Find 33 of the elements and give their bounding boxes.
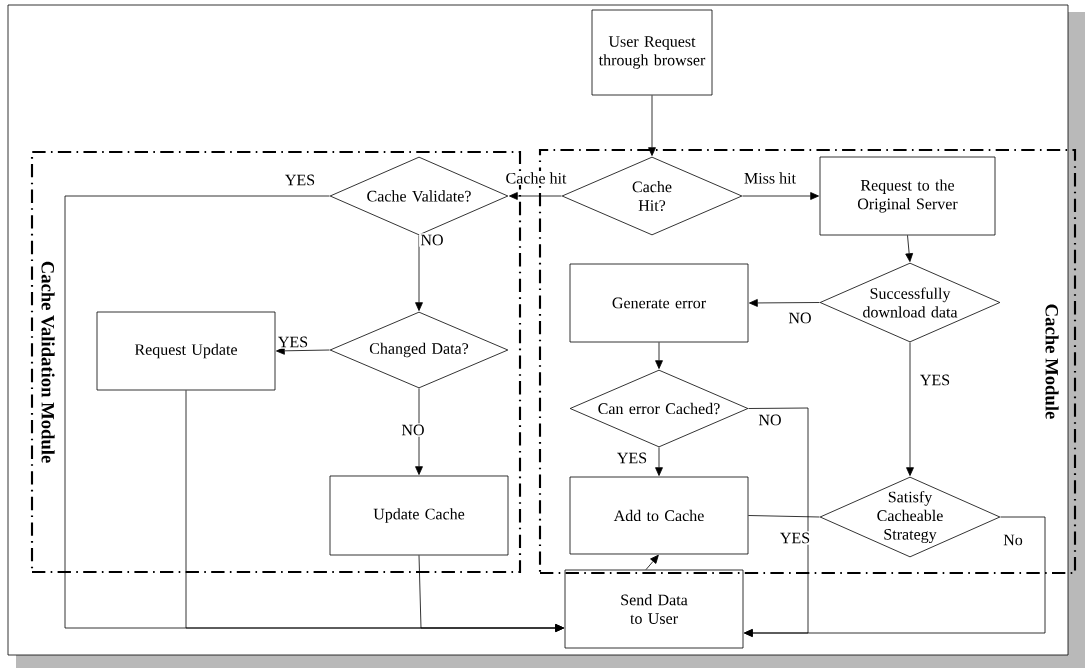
process-box: Generate error — [569, 263, 749, 343]
edge-label: YES — [283, 173, 317, 187]
edge-label: NO — [419, 233, 445, 247]
edge-label: YES — [276, 335, 310, 349]
process-box: Update Cache — [329, 475, 509, 556]
arrow — [645, 554, 659, 570]
edge-label: YES — [778, 531, 812, 545]
edge-label: YES — [918, 373, 952, 387]
arrow — [655, 447, 663, 476]
edge-label: Miss hit — [742, 171, 798, 185]
edge-label: NO — [787, 311, 813, 325]
arrow — [744, 516, 1046, 637]
arrow — [276, 346, 330, 355]
edge-label: NO — [400, 423, 426, 437]
process-box: Request Update — [96, 311, 276, 391]
arrow — [509, 192, 562, 200]
arrow — [906, 342, 914, 476]
arrow — [905, 235, 914, 262]
edge-label: NO — [757, 413, 783, 427]
edge-label: Cache hit — [504, 171, 568, 185]
process-box: User Request through browser — [591, 9, 713, 96]
edge-label: YES — [615, 451, 649, 465]
arrow — [742, 192, 819, 200]
arrow — [415, 235, 423, 311]
process-box: Add to Cache — [569, 476, 749, 555]
arrow — [415, 388, 423, 475]
process-box: Send Data to User — [564, 569, 744, 649]
arrow — [655, 342, 663, 369]
process-box: Request to the Original Server — [819, 156, 996, 236]
arrow — [749, 299, 820, 307]
arrow — [648, 95, 656, 156]
arrow — [418, 555, 564, 632]
edge-label: No — [1001, 533, 1025, 547]
